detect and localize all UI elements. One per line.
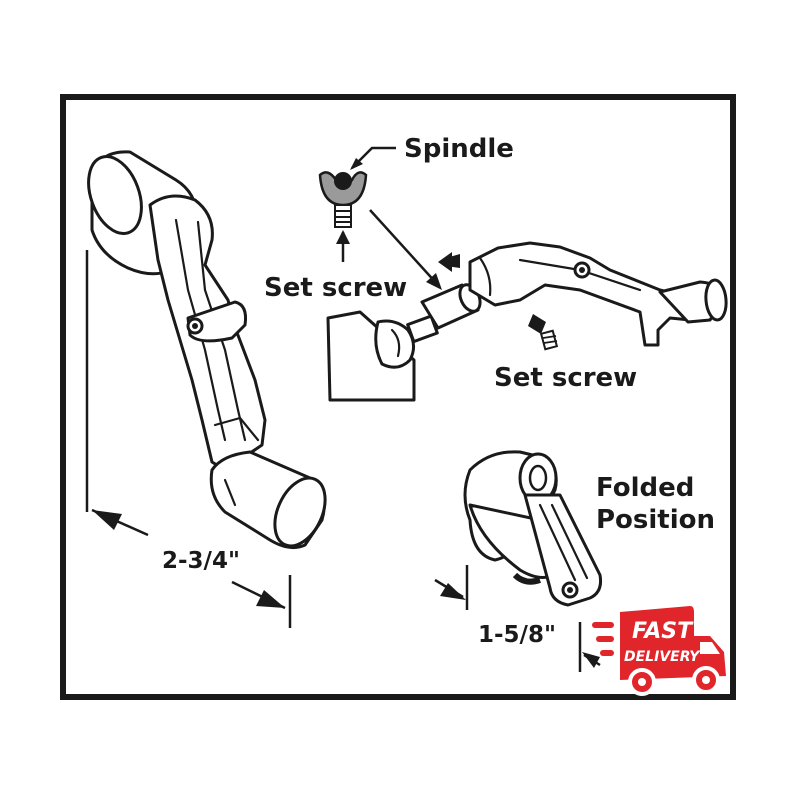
spindle-label: Spindle — [404, 134, 514, 164]
folded-position-label-line1: Folded — [596, 473, 694, 503]
diagram-frame — [60, 94, 736, 700]
folded-length-dimension: 1-5/8" — [434, 565, 601, 672]
crank-handle-exploded — [438, 241, 728, 351]
set-screw-left-label: Set screw — [264, 273, 407, 303]
badge-line1: FAST — [632, 619, 694, 644]
truck-icon — [620, 606, 726, 680]
set-screw-right-label: Set screw — [494, 363, 637, 393]
operator-base — [326, 283, 482, 402]
spindle-part — [318, 146, 442, 290]
crank-handle-extended — [87, 150, 327, 550]
folded-position-label-line2: Position — [596, 505, 715, 535]
folded-length-label: 1-5/8" — [478, 622, 556, 648]
fast-delivery-badge: FAST DELIVERY — [592, 606, 726, 696]
extended-length-dimension: 2-3/4" — [85, 250, 292, 628]
badge-line2: DELIVERY — [624, 649, 701, 665]
extended-length-label: 2-3/4" — [162, 548, 240, 574]
crank-handle-folded — [463, 450, 602, 607]
